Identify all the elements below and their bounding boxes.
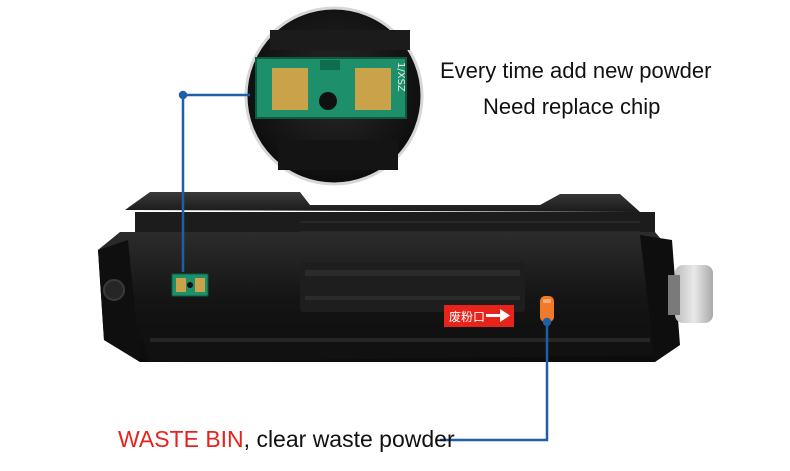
- sticker-text: 废粉口: [449, 309, 485, 324]
- waste-bin-label: WASTE BIN: [118, 426, 244, 452]
- waste-port-sticker: 废粉口: [444, 305, 514, 327]
- waste-bin-caption: WASTE BIN, clear waste powder: [118, 426, 455, 452]
- chip-on-cartridge: [171, 273, 209, 297]
- arrow-right-icon: [486, 309, 510, 322]
- chip-note-line-2: Need replace chip: [483, 94, 661, 119]
- toner-cartridge: [98, 192, 713, 362]
- release-tab: [540, 296, 554, 322]
- leader-line-waste-bin: [440, 317, 552, 442]
- chip-zoom-inset: 1/XSZ: [244, 6, 424, 186]
- chip-note-line-1: Every time add new powder: [440, 58, 712, 83]
- chip-marking: 1/XSZ: [395, 62, 406, 92]
- leader-line-chip: [178, 90, 250, 272]
- waste-bin-note: , clear waste powder: [243, 426, 455, 452]
